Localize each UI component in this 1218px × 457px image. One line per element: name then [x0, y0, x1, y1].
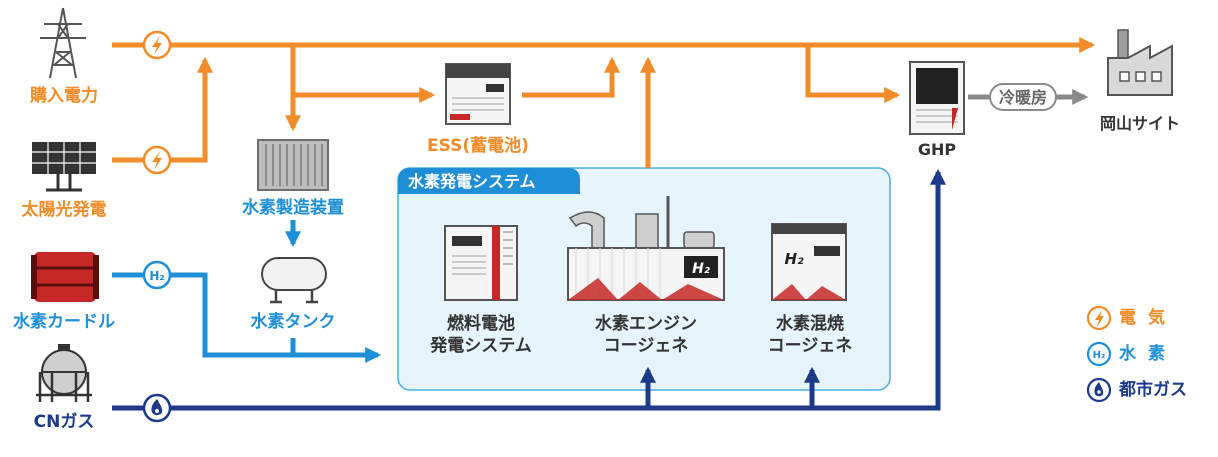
solar-panel-icon	[32, 142, 96, 192]
legend-electricity-label: 電気	[1119, 308, 1177, 328]
cn-gas-label: CNガス	[33, 412, 95, 432]
heating-cooling-arrow	[968, 83, 1089, 111]
lightning-icon	[142, 145, 172, 175]
legend-city-gas-label: 都市ガス	[1119, 380, 1187, 400]
city-gas-lines	[112, 168, 947, 411]
lightning-icon	[142, 30, 172, 60]
hydrogen-engine-unit-icon: H₂	[567, 196, 725, 301]
ghp-label: GHP	[917, 140, 957, 159]
hydrogen-system-title: 水素発電システム	[408, 172, 536, 191]
hydrogen-icon: H₂	[142, 260, 172, 290]
hydrogen-cylinder-bundle-icon	[31, 252, 99, 302]
cofiring-label-line1: 水素混焼	[776, 314, 844, 334]
hydrogen-icon-symbol: H₂	[149, 269, 164, 283]
cofiring-label-line2: コージェネ	[767, 336, 853, 356]
hydrogen-curdle-label: 水素カードル	[13, 312, 115, 332]
legend-lightning-icon	[1086, 305, 1112, 331]
legend-flame-icon	[1086, 377, 1112, 403]
gas-holder-icon	[36, 344, 92, 402]
cofiring-unit-icon: H₂	[771, 223, 847, 301]
hydrogen-tank-label: 水素タンク	[250, 312, 336, 332]
fuel-cell-unit-icon	[444, 225, 518, 301]
legend-hydrogen-symbol: H₂	[1093, 350, 1106, 361]
transmission-tower-icon	[40, 7, 86, 79]
purchased-power-label: 購入電力	[30, 86, 98, 106]
ghp-unit-icon	[909, 61, 965, 135]
fuel-cell-label-line2: 発電システム	[430, 336, 532, 356]
factory-icon	[1107, 29, 1173, 96]
flame-icon	[142, 393, 172, 423]
ess-battery-icon	[445, 63, 511, 125]
hydrogen-system-title-tab	[398, 168, 580, 194]
ess-label: ESS(蓄電池)	[427, 136, 529, 156]
cofiring-h2-badge: H₂	[784, 250, 804, 268]
solar-power-label: 太陽光発電	[21, 200, 107, 220]
hydrogen-engine-label-line2: コージェネ	[603, 336, 689, 356]
electricity-lines	[112, 36, 1096, 168]
electrolyzer-label: 水素製造装置	[242, 198, 344, 218]
fuel-cell-label-line1: 燃料電池	[447, 314, 515, 334]
legend-hydrogen-icon: H₂	[1086, 341, 1112, 367]
heating-cooling-label: 冷暖房	[998, 88, 1048, 107]
engine-h2-badge: H₂	[692, 261, 711, 277]
hydrogen-tank-icon	[261, 257, 327, 304]
okayama-site-label: 岡山サイト	[1099, 114, 1181, 133]
legend-hydrogen-label: 水素	[1119, 344, 1177, 364]
electrolyzer-icon	[257, 139, 329, 191]
hydrogen-engine-label-line1: 水素エンジン	[595, 314, 697, 334]
